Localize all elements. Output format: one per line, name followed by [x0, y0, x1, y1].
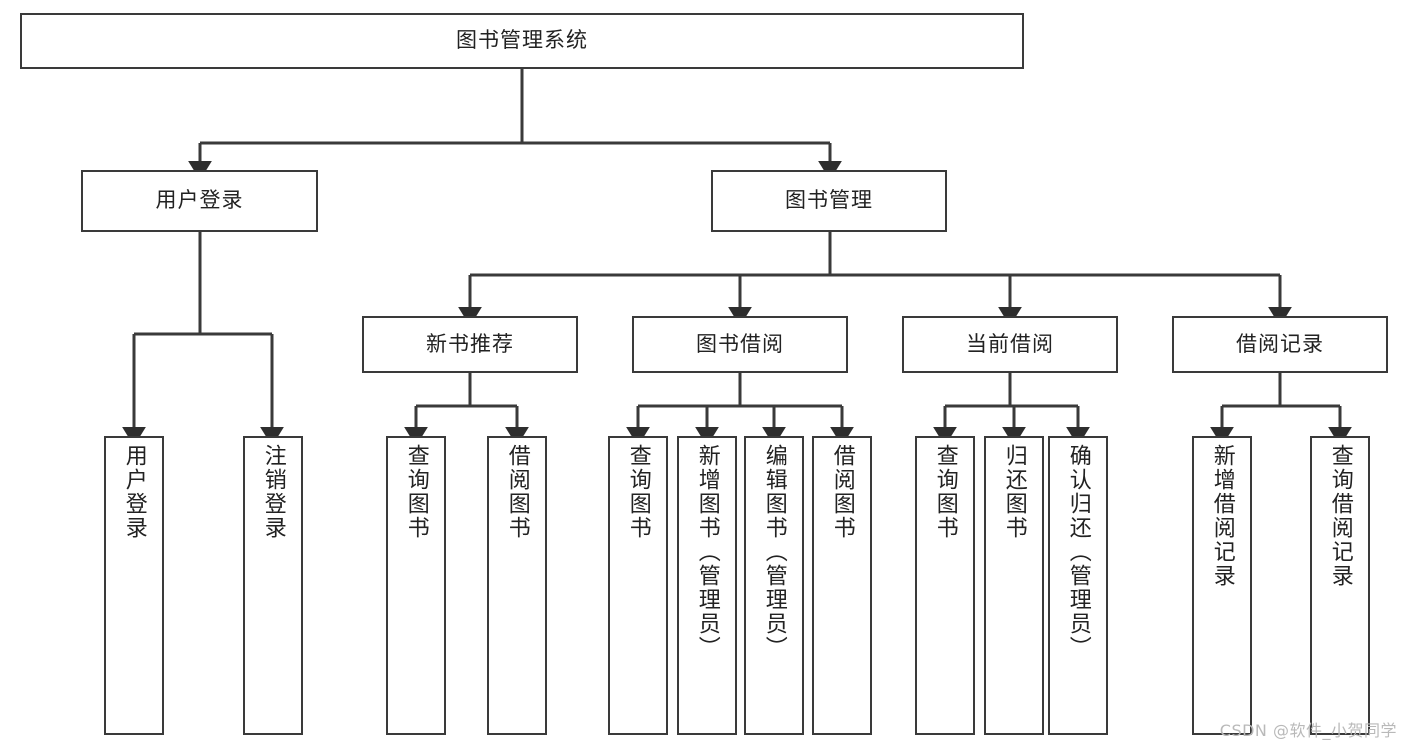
leaf-query-borrow-record[interactable]: 查询借阅记录 — [1310, 436, 1370, 735]
node-borrow-record[interactable]: 借阅记录 — [1172, 316, 1388, 373]
node-label: 图书管理系统 — [456, 28, 588, 53]
leaf-borrow-book-recommend[interactable]: 借阅图书 — [487, 436, 547, 735]
node-book-borrow[interactable]: 图书借阅 — [632, 316, 848, 373]
node-label: 归还图书 — [1001, 444, 1027, 540]
leaf-query-book-recommend[interactable]: 查询图书 — [386, 436, 446, 735]
leaf-add-book-admin[interactable]: 新增图书（管理员） — [677, 436, 737, 735]
leaf-borrow-book[interactable]: 借阅图书 — [812, 436, 872, 735]
csdn-watermark: CSDN @软件_小贺同学 — [1219, 721, 1397, 740]
node-new-book-recommend[interactable]: 新书推荐 — [362, 316, 578, 373]
node-label: 当前借阅 — [966, 331, 1054, 356]
leaf-query-book-current[interactable]: 查询图书 — [915, 436, 975, 735]
node-label: 查询借阅记录 — [1327, 444, 1353, 588]
leaf-confirm-return-admin[interactable]: 确认归还（管理员） — [1048, 436, 1108, 735]
node-label: 新增借阅记录 — [1209, 444, 1235, 588]
node-label: 新增图书（管理员） — [694, 444, 720, 660]
node-label: 图书管理 — [785, 188, 873, 213]
node-label: 查询图书 — [625, 444, 651, 540]
leaf-user-login[interactable]: 用户登录 — [104, 436, 164, 735]
node-label: 查询图书 — [932, 444, 958, 540]
node-label: 图书借阅 — [696, 331, 784, 356]
node-book-manage[interactable]: 图书管理 — [711, 170, 947, 232]
leaf-logout-login[interactable]: 注销登录 — [243, 436, 303, 735]
node-user-login[interactable]: 用户登录 — [81, 170, 318, 232]
leaf-edit-book-admin[interactable]: 编辑图书（管理员） — [744, 436, 804, 735]
node-label: 注销登录 — [260, 444, 286, 540]
node-current-borrow[interactable]: 当前借阅 — [902, 316, 1118, 373]
node-label: 确认归还（管理员） — [1065, 444, 1091, 660]
node-label: 借阅图书 — [504, 444, 530, 540]
node-label: 编辑图书（管理员） — [761, 444, 787, 660]
leaf-return-book[interactable]: 归还图书 — [984, 436, 1044, 735]
node-label: 用户登录 — [121, 444, 147, 540]
leaf-add-borrow-record[interactable]: 新增借阅记录 — [1192, 436, 1252, 735]
node-root[interactable]: 图书管理系统 — [20, 13, 1024, 69]
leaf-query-book-borrow[interactable]: 查询图书 — [608, 436, 668, 735]
node-label: 借阅记录 — [1236, 331, 1324, 356]
node-label: 借阅图书 — [829, 444, 855, 540]
node-label: 查询图书 — [403, 444, 429, 540]
node-label: 用户登录 — [155, 188, 244, 213]
node-label: 新书推荐 — [426, 331, 514, 356]
